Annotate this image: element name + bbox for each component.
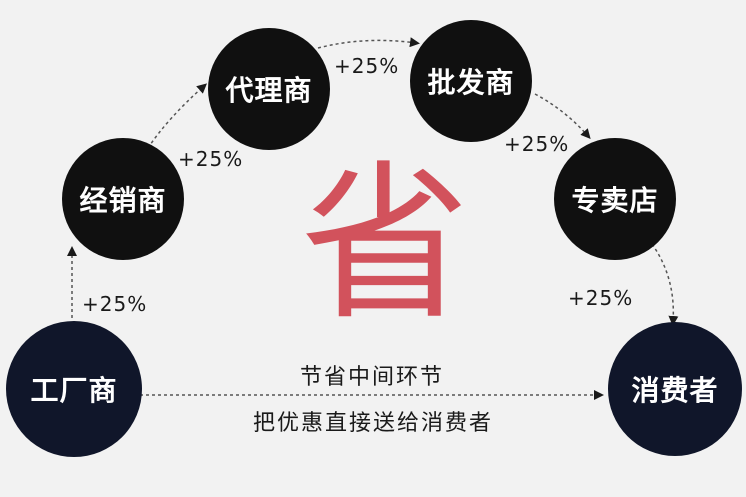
markup-wholesaler-to-store: +25% [504, 132, 570, 156]
node-wholesaler: 批发商 [410, 20, 532, 142]
node-factory-label: 工厂商 [30, 374, 118, 407]
node-consumer: 消费者 [608, 322, 742, 456]
arrow-wholesaler-to-store [534, 93, 591, 139]
node-consumer-label: 消费者 [631, 374, 719, 407]
arrow-store-to-consumer [651, 243, 679, 326]
markup-agent-to-wholesaler: +25% [334, 54, 400, 78]
arrow-agent-to-wholesaler [317, 37, 420, 49]
markup-factory-to-distributor: +25% [82, 292, 148, 316]
direct-caption-line1: 节省中间环节 [299, 365, 444, 390]
node-wholesaler-label: 批发商 [427, 66, 515, 99]
markup-store-to-consumer: +25% [568, 286, 634, 310]
node-distributor-label: 经销商 [79, 184, 167, 217]
markup-distributor-to-agent: +25% [178, 147, 244, 171]
arrow-distributor-to-agent [147, 83, 207, 149]
node-store: 专卖店 [554, 138, 676, 260]
node-distributor: 经销商 [62, 138, 184, 260]
node-factory: 工厂商 [6, 321, 142, 457]
node-store-label: 专卖店 [571, 184, 659, 217]
direct-caption-line2: 把优惠直接送给消费者 [252, 411, 493, 436]
center-save-character: 省 [300, 146, 471, 344]
node-agent: 代理商 [208, 28, 330, 150]
node-agent-label: 代理商 [225, 74, 313, 107]
